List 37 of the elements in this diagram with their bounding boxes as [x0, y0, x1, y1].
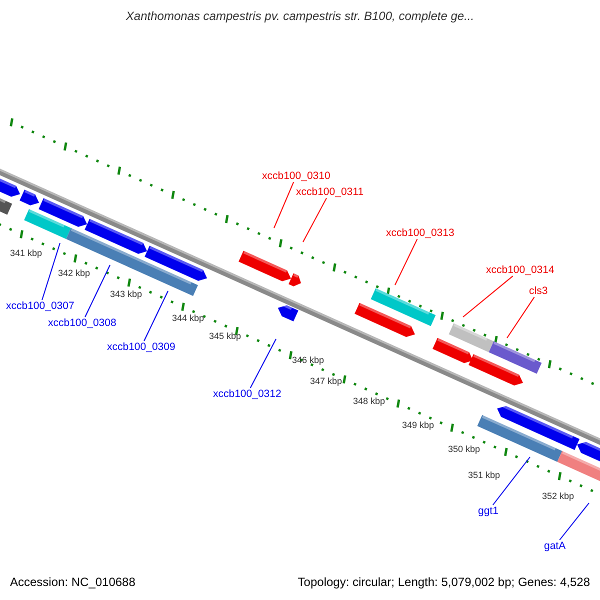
- gene-label: xccb100_0310: [262, 170, 330, 182]
- gene-label: xccb100_0309: [107, 341, 176, 354]
- leader-line: [250, 338, 276, 388]
- leader-line: [462, 276, 514, 318]
- gene-label: xccb100_0312: [213, 388, 282, 400]
- scale-label: 350 kbp: [448, 444, 480, 454]
- scale-label: 345 kbp: [209, 331, 242, 342]
- leader-line: [84, 264, 110, 318]
- leader-line: [144, 290, 168, 342]
- scale-label: 343 kbp: [110, 289, 142, 300]
- genome-summary-text: Topology: circular; Length: 5,079,002 bp; Genes: 4,528: [298, 576, 590, 590]
- scale-label: 351 kbp: [468, 470, 500, 480]
- gene-label: xccb100_0313: [386, 227, 454, 240]
- leader-line: [42, 242, 60, 300]
- scale-label: 341 kbp: [10, 248, 42, 258]
- gene-label: xccb100_0308: [48, 317, 116, 330]
- scale-label: 349 kbp: [402, 420, 434, 430]
- scale-label: 346 kbp: [292, 355, 324, 366]
- scale-label: 342 kbp: [58, 268, 90, 278]
- leader-line: [506, 296, 535, 338]
- leader-line: [559, 502, 590, 540]
- scale-label: 348 kbp: [353, 396, 386, 406]
- scale-label: 344 kbp: [172, 313, 204, 324]
- leader-line: [274, 182, 294, 228]
- gene-label: ggt1: [478, 505, 498, 518]
- leader-line: [302, 198, 328, 242]
- gene-label: gatA: [544, 540, 566, 552]
- gene-label: xccb100_0311: [296, 186, 364, 198]
- gene-label: cls3: [529, 285, 548, 298]
- leader-line: [394, 238, 418, 286]
- gene-label: xccb100_0307: [6, 300, 74, 312]
- scale-label: 347 kbp: [310, 376, 342, 386]
- scale-label: 352 kbp: [542, 491, 574, 502]
- leader-line: [492, 456, 530, 506]
- map-title: Xanthomonas campestris pv. campestris str. B100, complete ge...: [124, 10, 476, 24]
- gene-label: xccb100_0314: [486, 264, 554, 276]
- accession-text: Accession: NC_010688: [10, 576, 136, 590]
